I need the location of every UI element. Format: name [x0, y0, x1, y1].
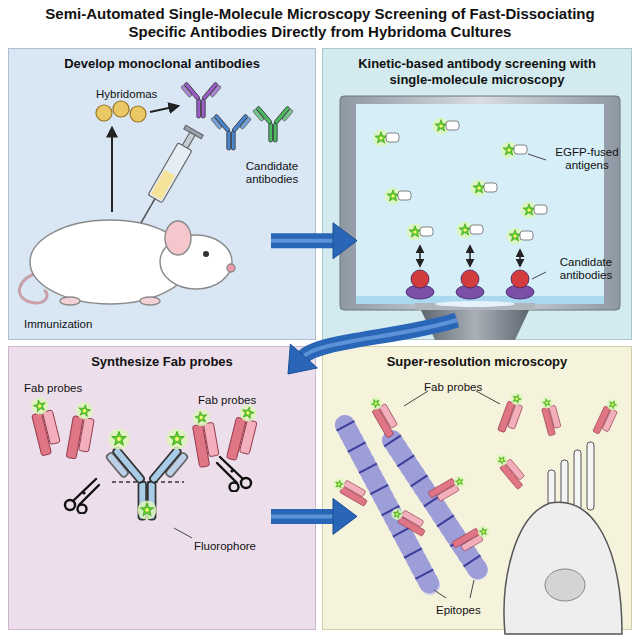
title: Semi-Automated Single-Molecule Microscop… — [15, 5, 625, 41]
text-label: Fab probes — [424, 381, 482, 393]
label-box: Fab probes — [424, 377, 482, 395]
label-box: Candidate antibodies — [546, 256, 626, 282]
text-label: Candidate antibodies — [232, 160, 312, 186]
text-label: Hybridomas — [96, 88, 157, 100]
panel: Kinetic-based antibody screening with si… — [322, 48, 632, 340]
panel: Develop monoclonal antibodies — [8, 48, 316, 340]
panel-heading: Super-resolution microscopy — [337, 354, 617, 370]
label-box: Epitopes — [436, 600, 481, 618]
text-label: Immunization — [24, 318, 92, 330]
label-box: EGFP-fused antigens — [548, 146, 626, 172]
panel-heading: Synthesize Fab probes — [22, 354, 302, 370]
label-box: Hybridomas — [96, 84, 157, 102]
label-box: Fab probes — [198, 390, 256, 408]
text-label: Fluorophore — [194, 540, 256, 552]
label-box: Fab probes — [24, 378, 82, 396]
text-label: EGFP-fused antigens — [548, 146, 626, 172]
panel-heading: Develop monoclonal antibodies — [22, 56, 302, 72]
label-box: Candidate antibodies — [232, 160, 312, 186]
panel-heading: Kinetic-based antibody screening with si… — [352, 56, 602, 88]
text-label: Fab probes — [198, 394, 256, 406]
label-box: Immunization — [24, 314, 92, 332]
text-label: Fab probes — [24, 382, 82, 394]
text-label: Epitopes — [436, 604, 481, 616]
text-label: Candidate antibodies — [546, 256, 626, 282]
label-box: Fluorophore — [194, 536, 256, 554]
